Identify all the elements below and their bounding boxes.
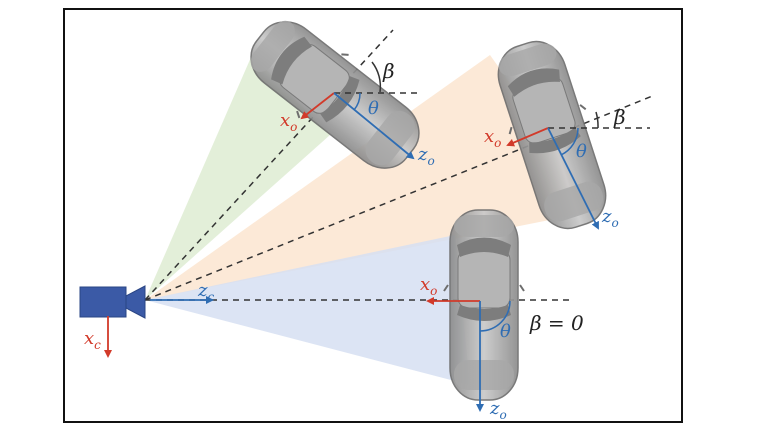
ray-car2	[144, 94, 656, 301]
car1-theta-label: θ	[368, 98, 379, 119]
green-fov	[145, 55, 330, 300]
orange-fov	[145, 55, 600, 300]
car1-beta-label: β	[382, 59, 395, 83]
camera-z-label: zc	[197, 280, 214, 304]
car-icon	[443, 209, 525, 401]
car1-z-label: zo	[417, 144, 435, 168]
car2-x-label: xo	[484, 126, 501, 150]
car2-z-label: zo	[601, 206, 619, 230]
camera-icon	[79, 285, 146, 319]
car1-x-label: xo	[280, 110, 297, 134]
car1-z-axis	[333, 92, 415, 160]
car3-z-label: zo	[489, 398, 507, 422]
car1-x-axis	[300, 92, 335, 120]
car3-beta-label: β = 0	[529, 311, 584, 335]
car2-x-axis	[506, 127, 549, 147]
car2-theta-label: θ	[576, 141, 587, 162]
blue-fov	[145, 235, 470, 385]
car2-z-axis	[547, 127, 599, 230]
car2-beta-label: β	[613, 105, 626, 129]
camera-x-label: xc	[84, 328, 101, 352]
car3-theta-label: θ	[500, 321, 511, 342]
car3-x-label: xo	[420, 274, 437, 298]
